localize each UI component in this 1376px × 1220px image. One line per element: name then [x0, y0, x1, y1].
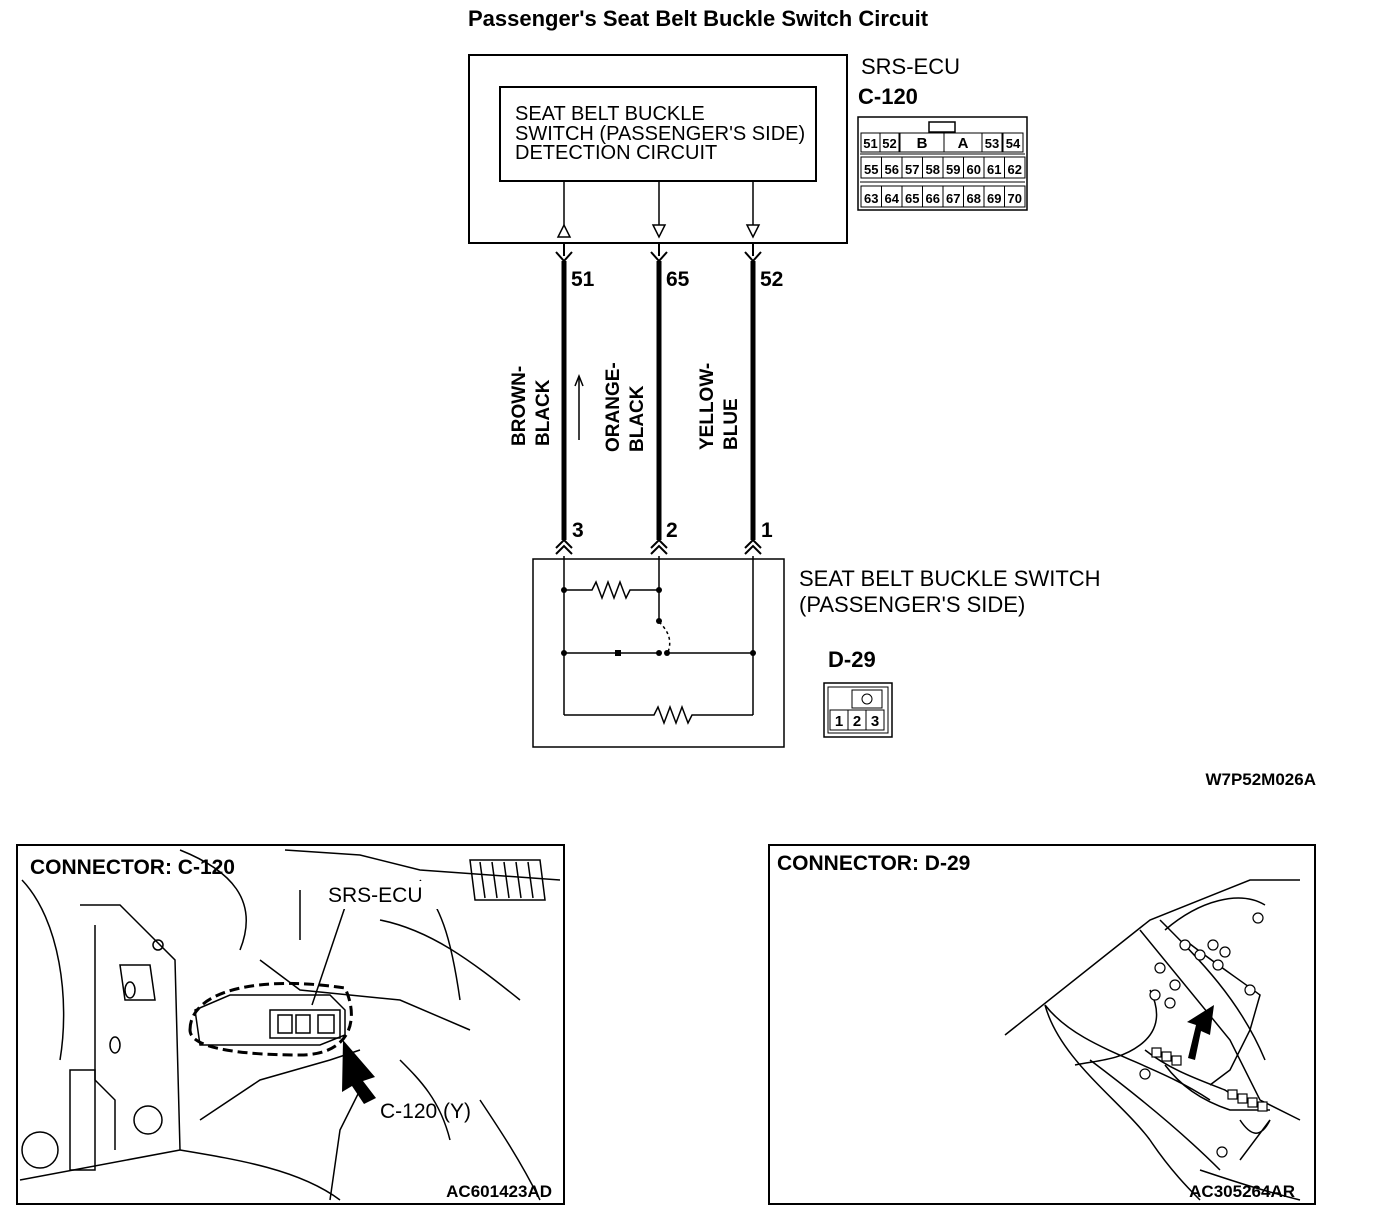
detection-circuit-line-1: SEAT BELT BUCKLE	[515, 103, 705, 125]
switch-connector-id: D-29	[828, 647, 876, 672]
c120-cell-67: 67	[946, 191, 960, 206]
c120-cell-64: 64	[885, 191, 900, 206]
wire-color-51-line1: BROWN-	[509, 366, 530, 446]
ecu-name: SRS-ECU	[861, 54, 960, 79]
photo-panel-d29: CONNECTOR: D-29 AC305264AR	[768, 844, 1316, 1205]
d29-location-arrow	[1187, 1005, 1214, 1060]
c120-cell-66: 66	[926, 191, 940, 206]
d29-pin-3: 3	[871, 713, 879, 730]
detection-circuit-line-2: SWITCH (PASSENGER'S SIDE)	[515, 123, 805, 145]
d29-pin-1: 1	[835, 713, 843, 730]
wire-color-51-line2: BLACK	[533, 379, 554, 446]
switch-name-line-2: (PASSENGER'S SIDE)	[799, 592, 1025, 617]
c120-cell-59: 59	[946, 162, 960, 177]
switch-pin-1: 1	[761, 519, 773, 542]
wire-color-52-line2: BLUE	[721, 398, 742, 450]
c120-cell-63: 63	[864, 191, 878, 206]
d29-pin-2: 2	[853, 713, 861, 730]
c120-cell-61: 61	[987, 162, 1001, 177]
switch-pin-2: 2	[666, 519, 678, 542]
c120-cell-70: 70	[1008, 191, 1022, 206]
photo1-code: AC601423AD	[446, 1182, 552, 1201]
ecu-pin-51: 51	[571, 268, 595, 291]
ecu-pin-arrows	[556, 181, 761, 239]
wire-lines	[555, 243, 762, 555]
c120-cell-65: 65	[905, 191, 919, 206]
d29-connector-face: 1 2 3	[823, 682, 893, 738]
c120-cell-62: 62	[1008, 162, 1022, 177]
detection-circuit-box	[499, 86, 817, 182]
c120-location-arrow	[342, 1040, 376, 1104]
c120-cell-56: 56	[885, 162, 899, 177]
c120-cell-51: 51	[863, 136, 877, 151]
diagram-title: Passenger's Seat Belt Buckle Switch Circ…	[468, 6, 929, 31]
photo2-title: CONNECTOR: D-29	[777, 852, 970, 875]
switch-internal-circuit	[563, 556, 754, 726]
ecu-connector-id: C-120	[858, 84, 918, 109]
c120-cell-57: 57	[905, 162, 919, 177]
c120-cell-53: 53	[985, 136, 999, 151]
ecu-pin-52: 52	[760, 268, 783, 291]
photo1-ecu-label: SRS-ECU	[328, 884, 423, 907]
wire-color-65-line2: BLACK	[627, 385, 648, 452]
switch-pin-3: 3	[572, 519, 584, 542]
c120-cell-55: 55	[864, 162, 878, 177]
diagram-code: W7P52M026A	[1205, 770, 1316, 789]
photo1-conn-label: C-120 (Y)	[380, 1100, 471, 1123]
switch-name-line-1: SEAT BELT BUCKLE SWITCH	[799, 566, 1101, 591]
switch-nodes	[561, 587, 756, 656]
photo1-title: CONNECTOR: C-120	[30, 856, 235, 879]
c120-cell-b: B	[917, 135, 928, 152]
c120-cell-68: 68	[967, 191, 981, 206]
c120-cell-58: 58	[926, 162, 940, 177]
detection-circuit-line-3: DETECTION CIRCUIT	[515, 142, 717, 164]
ecu-pin-65: 65	[666, 268, 690, 291]
photo-panel-c120: CONNECTOR: C-120 SRS-ECU C-120 (Y) AC601…	[16, 844, 565, 1205]
wire-color-52-line1: YELLOW-	[697, 363, 718, 450]
c120-cell-52: 52	[882, 136, 896, 151]
c120-connector-face: 51 52 B A 53 54 55 56 57 58 59 60 61 62 63 64 65 66 67 68 69…	[857, 116, 1028, 211]
c120-cell-54: 54	[1006, 136, 1021, 151]
wire-color-65-line1: ORANGE-	[603, 362, 624, 452]
c120-cell-60: 60	[967, 162, 981, 177]
c120-cell-a: A	[958, 135, 969, 152]
c120-cell-69: 69	[987, 191, 1001, 206]
photo2-code: AC305264AR	[1189, 1182, 1295, 1201]
